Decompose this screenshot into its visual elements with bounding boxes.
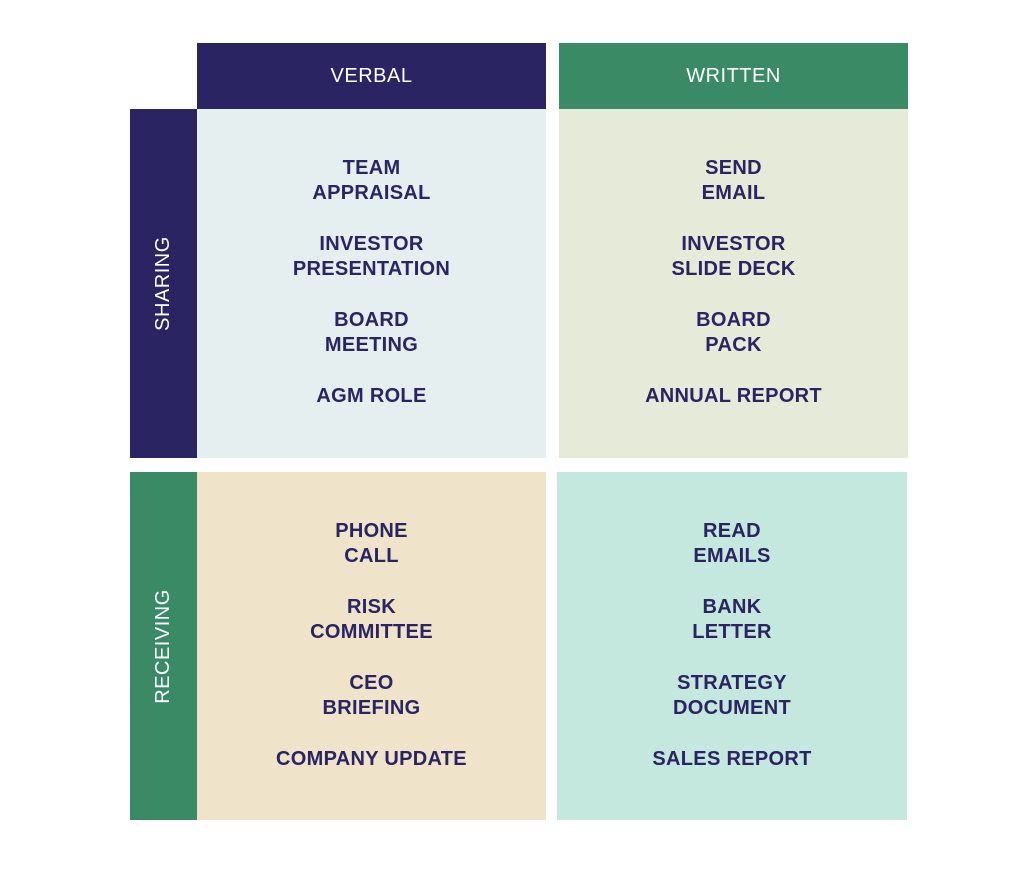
cell-item: PHONE CALL bbox=[335, 519, 408, 567]
cell-item: SEND EMAIL bbox=[701, 157, 766, 204]
cell-item: BOARD PACK bbox=[696, 309, 771, 356]
cell-sharing-verbal: TEAM APPRAISAL INVESTOR PRESENTATION BOA… bbox=[197, 109, 546, 458]
cell-item: CEO BRIEFING bbox=[322, 671, 421, 719]
cell-item: ANNUAL REPORT bbox=[645, 385, 822, 407]
cell-item: AGM ROLE bbox=[316, 385, 427, 407]
column-header-written: WRITTEN bbox=[559, 43, 908, 109]
cell-item: COMPANY UPDATE bbox=[276, 747, 467, 770]
row-header-sharing: SHARING bbox=[130, 109, 197, 458]
cell-item: BANK LETTER bbox=[692, 595, 772, 643]
cell-item: INVESTOR PRESENTATION bbox=[292, 233, 451, 280]
cell-receiving-written: READ EMAILS BANK LETTER STRATEGY DOCUMEN… bbox=[557, 472, 907, 820]
cell-receiving-verbal: PHONE CALL RISK COMMITTEE CEO BRIEFING C… bbox=[197, 472, 546, 820]
cell-item: TEAM APPRAISAL bbox=[312, 157, 431, 204]
row-header-receiving: RECEIVING bbox=[130, 472, 197, 820]
column-header-verbal: VERBAL bbox=[197, 43, 546, 109]
row-header-sharing-label: SHARING bbox=[152, 236, 174, 331]
cell-sharing-written: SEND EMAIL INVESTOR SLIDE DECK BOARD PAC… bbox=[559, 109, 908, 458]
cell-item: READ EMAILS bbox=[693, 519, 771, 567]
row-header-receiving-label: RECEIVING bbox=[152, 588, 174, 704]
cell-item: RISK COMMITTEE bbox=[310, 595, 433, 643]
cell-item: STRATEGY DOCUMENT bbox=[673, 671, 791, 719]
cell-item: BOARD MEETING bbox=[324, 309, 419, 356]
cell-item: INVESTOR SLIDE DECK bbox=[671, 233, 796, 280]
cell-item: SALES REPORT bbox=[652, 747, 812, 770]
